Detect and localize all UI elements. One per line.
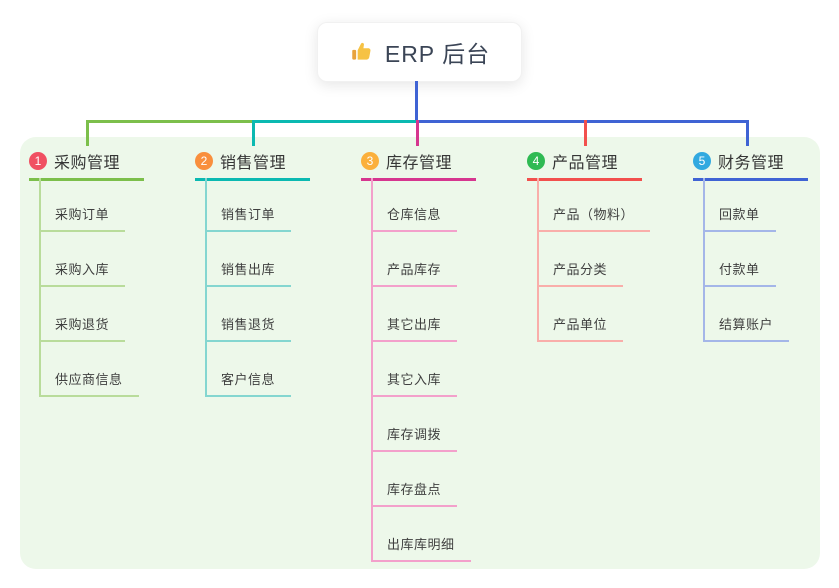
branch-item[interactable]: 采购订单 [39, 181, 126, 232]
branch-item[interactable]: 采购退货 [39, 287, 126, 342]
connector-horizontal-3 [417, 120, 749, 123]
branch-item[interactable]: 销售退货 [205, 287, 292, 342]
branch-header[interactable]: 3 库存管理 [361, 150, 476, 181]
connector-drop-5 [746, 120, 749, 146]
branch-1: 1 采购管理 采购订单采购入库采购退货供应商信息 [29, 150, 144, 562]
branch-item[interactable]: 付款单 [703, 232, 776, 287]
branch-item[interactable]: 销售出库 [205, 232, 292, 287]
branch-items: 采购订单采购入库采购退货供应商信息 [39, 178, 139, 397]
branch-header[interactable]: 2 销售管理 [195, 150, 310, 181]
branches-panel: 1 采购管理 采购订单采购入库采购退货供应商信息 2 销售管理 销售订单销售出库… [20, 137, 820, 569]
branch-title: 销售管理 [220, 155, 287, 172]
branch-title: 库存管理 [386, 155, 453, 172]
branch-item[interactable]: 库存盘点 [371, 452, 458, 507]
branch-items: 回款单付款单结算账户 [703, 178, 790, 342]
branch-item[interactable]: 仓库信息 [371, 181, 458, 232]
branch-header[interactable]: 5 财务管理 [693, 150, 808, 181]
branch-item[interactable]: 其它出库 [371, 287, 458, 342]
branch-item[interactable]: 出库库明细 [371, 507, 471, 562]
connector-horizontal-2 [254, 120, 417, 123]
branch-title: 产品管理 [552, 155, 619, 172]
branch-number-badge: 2 [195, 152, 213, 170]
branch-title: 采购管理 [54, 155, 121, 172]
thumbs-up-icon [352, 42, 371, 60]
branch-item[interactable]: 其它入库 [371, 342, 458, 397]
branch-3: 3 库存管理 仓库信息产品库存其它出库其它入库库存调拨库存盘点出库库明细 [361, 150, 476, 562]
connector-stem [415, 81, 418, 123]
branch-item[interactable]: 结算账户 [703, 287, 790, 342]
root-title: ERP 后台 [384, 41, 491, 67]
branch-5: 5 财务管理 回款单付款单结算账户 [693, 150, 808, 562]
connector-drop-3 [416, 120, 419, 146]
branch-item[interactable]: 产品分类 [537, 232, 624, 287]
branch-2: 2 销售管理 销售订单销售出库销售退货客户信息 [195, 150, 310, 562]
branch-item[interactable]: 客户信息 [205, 342, 292, 397]
branch-number-badge: 3 [361, 152, 379, 170]
branch-number-badge: 5 [693, 152, 711, 170]
branch-items: 产品（物料）产品分类产品单位 [537, 178, 651, 342]
root-node[interactable]: ERP 后台 [317, 22, 522, 82]
branches-row: 1 采购管理 采购订单采购入库采购退货供应商信息 2 销售管理 销售订单销售出库… [29, 150, 820, 562]
branch-item[interactable]: 采购入库 [39, 232, 126, 287]
branch-item[interactable]: 回款单 [703, 181, 776, 232]
branch-item[interactable]: 产品（物料） [537, 181, 651, 232]
connector-drop-1 [86, 120, 89, 146]
branch-title: 财务管理 [718, 155, 785, 172]
connector-drop-4 [584, 120, 587, 146]
branch-item[interactable]: 供应商信息 [39, 342, 139, 397]
connector-drop-2 [252, 120, 255, 146]
branch-item[interactable]: 销售订单 [205, 181, 292, 232]
connector-horizontal-1 [86, 120, 254, 123]
branch-4: 4 产品管理 产品（物料）产品分类产品单位 [527, 150, 651, 562]
branch-item[interactable]: 产品单位 [537, 287, 624, 342]
branch-items: 销售订单销售出库销售退货客户信息 [205, 178, 292, 397]
branch-number-badge: 1 [29, 152, 47, 170]
branch-header[interactable]: 4 产品管理 [527, 150, 642, 181]
branch-item[interactable]: 产品库存 [371, 232, 458, 287]
branch-number-badge: 4 [527, 152, 545, 170]
branch-items: 仓库信息产品库存其它出库其它入库库存调拨库存盘点出库库明细 [371, 178, 471, 562]
branch-item[interactable]: 库存调拨 [371, 397, 458, 452]
branch-header[interactable]: 1 采购管理 [29, 150, 144, 181]
